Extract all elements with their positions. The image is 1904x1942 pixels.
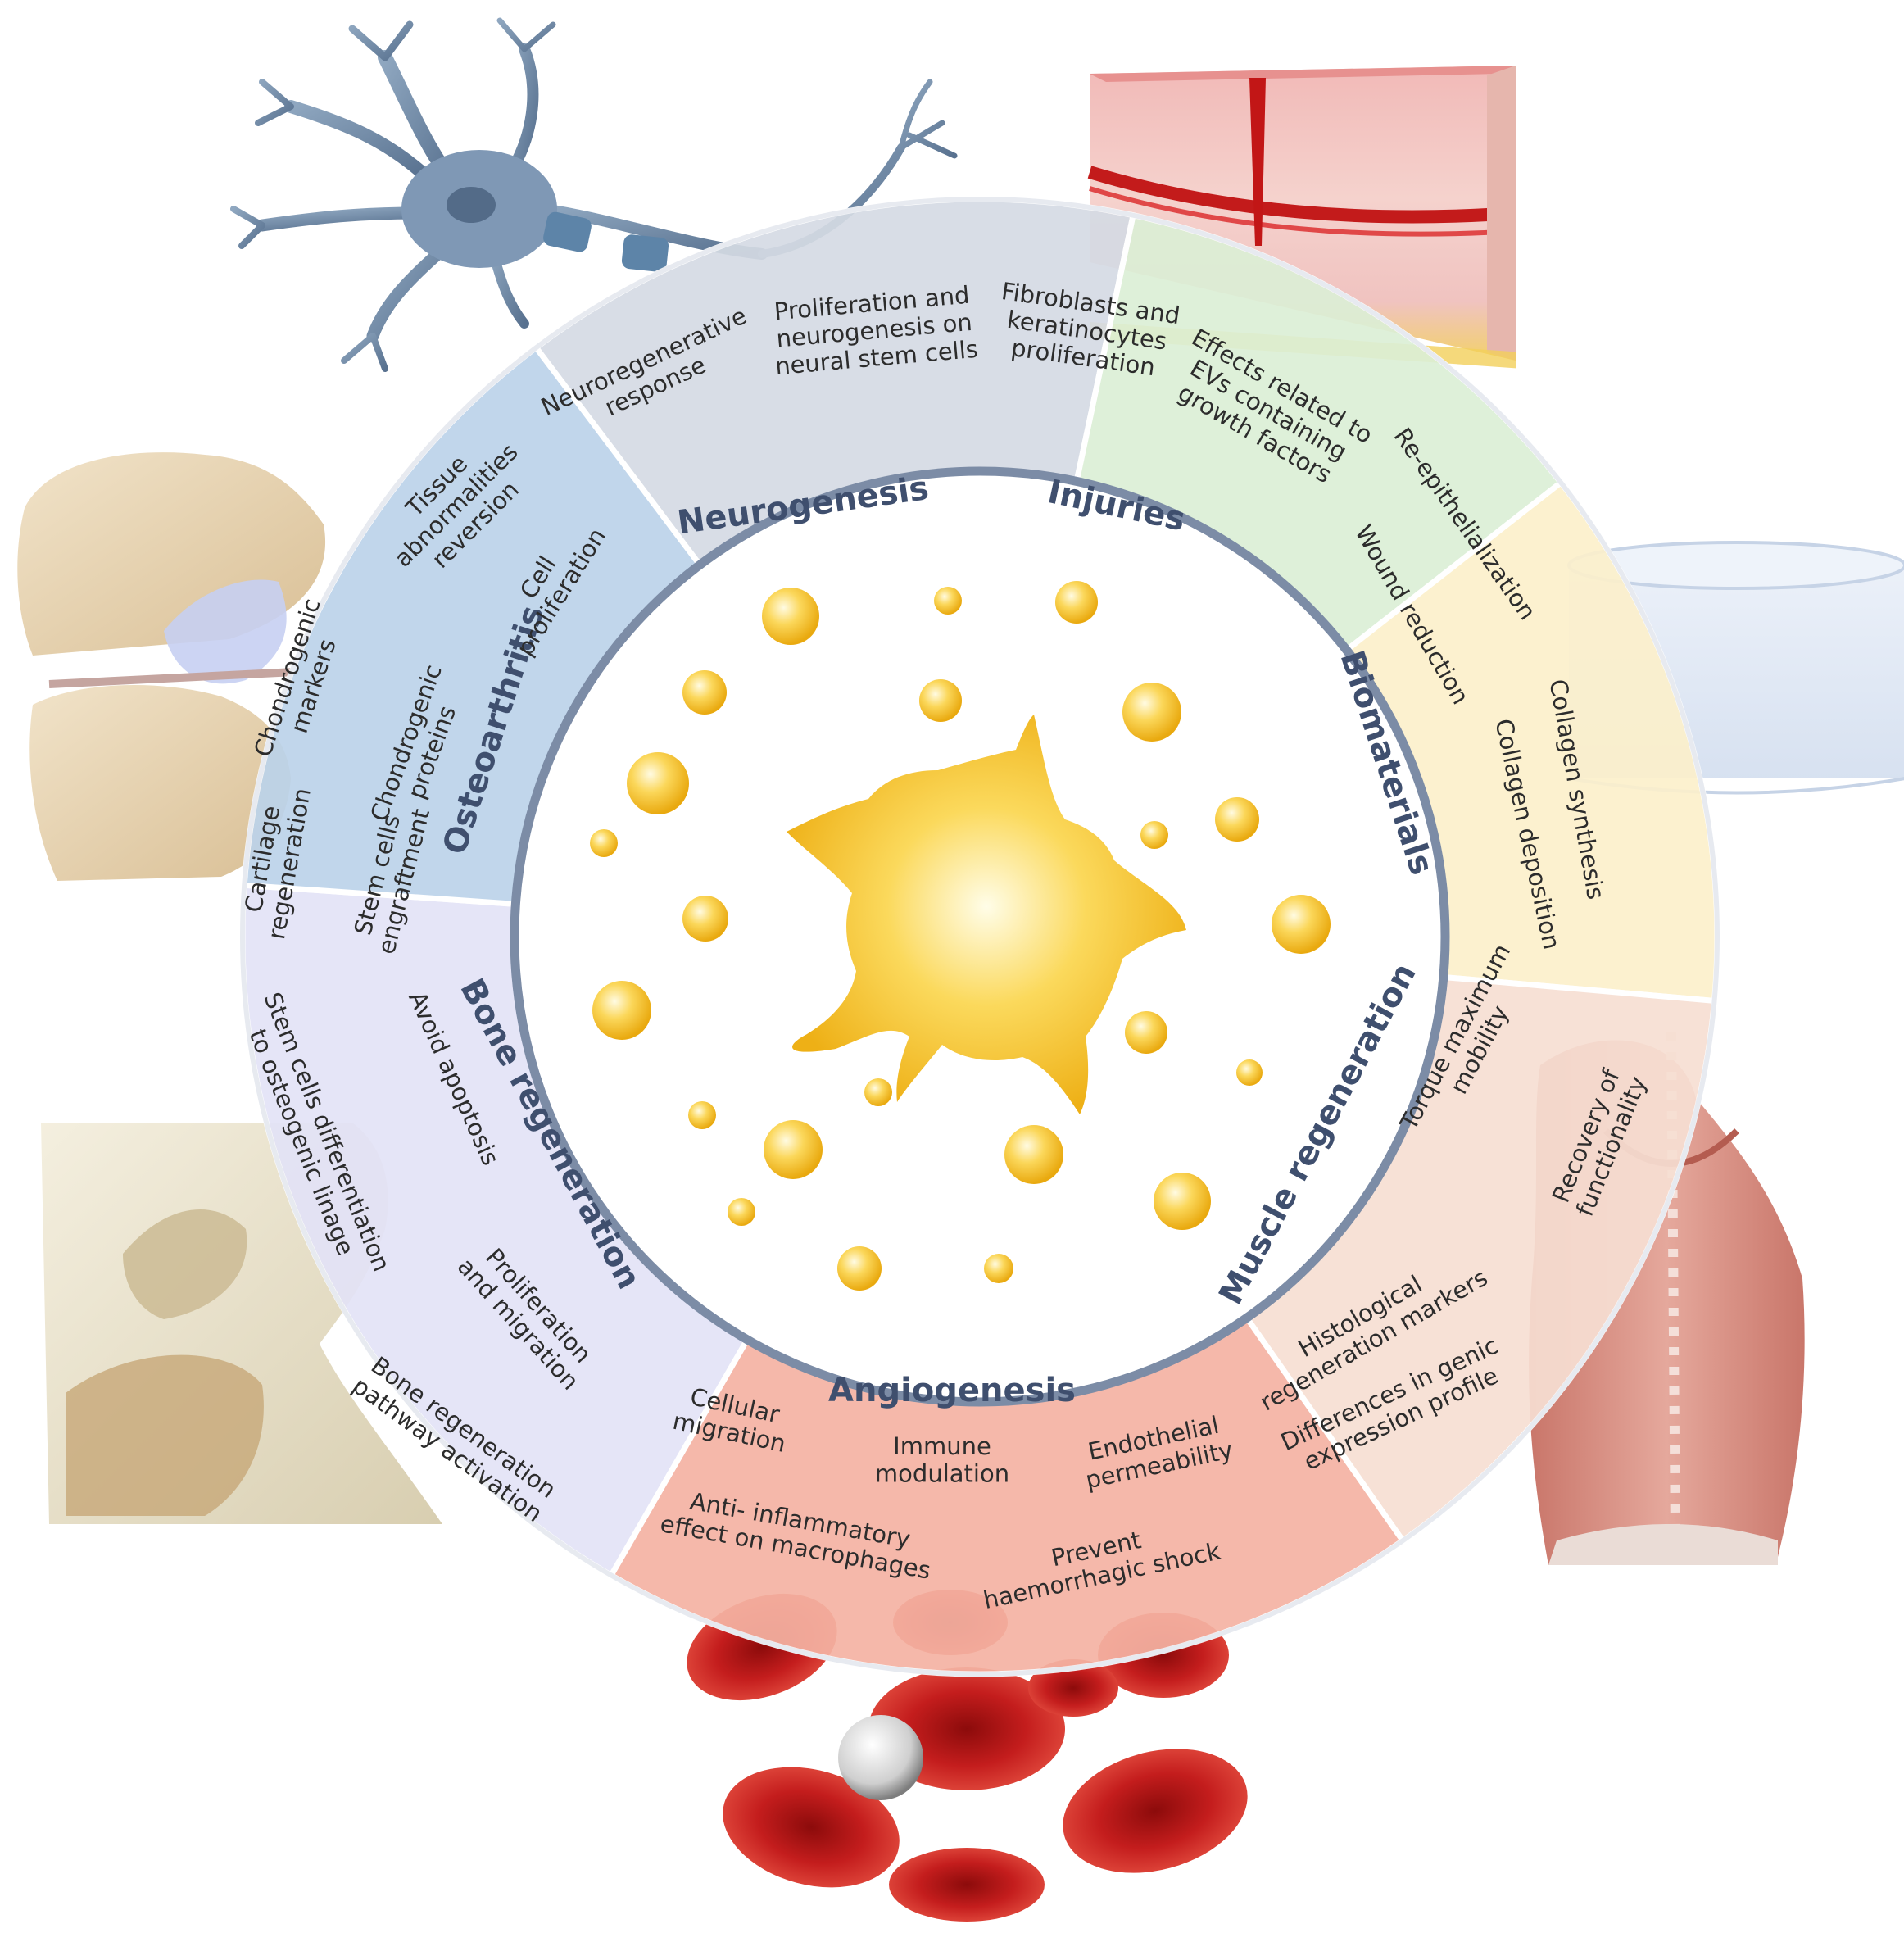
vesicle (762, 588, 819, 645)
segment-item-line: Immune (893, 1432, 991, 1460)
vesicle (919, 679, 962, 722)
segment-item-line: modulation (875, 1459, 1009, 1487)
vesicle (864, 1078, 892, 1106)
vesicle (728, 1198, 755, 1226)
vesicle (1272, 895, 1331, 954)
vesicle (627, 752, 689, 814)
vesicle (1004, 1125, 1063, 1184)
vesicle (837, 1246, 882, 1291)
vesicle (1055, 581, 1098, 624)
extracellular-vesicles (590, 581, 1331, 1291)
vesicle (688, 1101, 716, 1129)
vesicle (764, 1120, 823, 1179)
center-cell-and-vesicles (590, 581, 1331, 1291)
vesicle (1236, 1059, 1263, 1086)
vesicle (1122, 683, 1181, 742)
outer-ring-border (240, 197, 1720, 1677)
vesicle (682, 670, 727, 715)
segment-wheel (239, 196, 1720, 1677)
vesicle (1215, 797, 1259, 842)
segment-item-neurogenesis: Proliferation andneurogenesis onneural s… (769, 280, 979, 380)
vesicle (1140, 821, 1168, 849)
vesicle (592, 981, 651, 1040)
vesicle (1125, 1011, 1167, 1054)
vesicle (682, 896, 728, 942)
segment-title-angiogenesis: Angiogenesis (828, 1372, 1076, 1409)
vesicle (1154, 1173, 1211, 1230)
knee-joint-illustration (17, 452, 326, 881)
mesenchymal-stem-cell (787, 715, 1186, 1114)
vesicle (590, 829, 618, 857)
vesicle (984, 1254, 1013, 1283)
segment-item-angiogenesis: Anti- inflammatoryeffect on macrophages (658, 1482, 937, 1584)
vesicle (934, 587, 962, 615)
